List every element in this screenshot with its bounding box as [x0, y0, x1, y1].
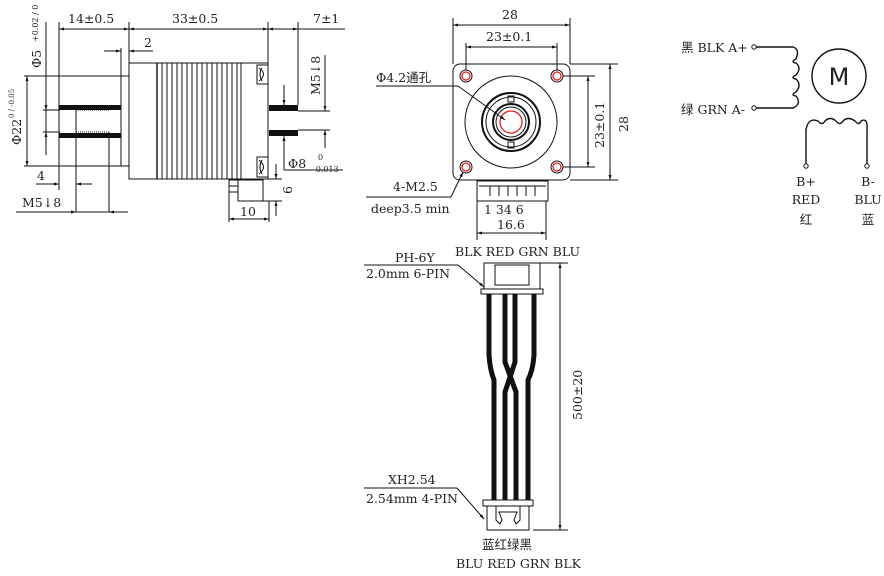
mount-thread-label: 4-M2.5	[393, 179, 438, 194]
dim-body: 33±0.5	[172, 11, 218, 26]
through-hole-icon	[499, 110, 523, 134]
dim-m5-front: M5↓8	[22, 195, 61, 210]
top-connector-desc: 2.0mm 6-PIN	[366, 266, 450, 281]
terminal-icon	[751, 105, 757, 111]
dim-shaft-tolerance: +0.02 / 0	[31, 5, 40, 42]
connector-width: 16.6	[497, 217, 525, 232]
dim-4: 4	[37, 168, 45, 183]
b-minus-cn: 蓝	[862, 212, 875, 227]
bottom-connector-desc: 2.54mm 4-PIN	[366, 491, 458, 506]
dim-front-shaft: 14±0.5	[68, 11, 114, 26]
wires	[486, 294, 537, 500]
terminal-icon	[751, 44, 757, 50]
dim-m5-rear: M5↓8	[308, 56, 323, 95]
dim-rear-diameter: Φ8	[288, 156, 306, 171]
b-plus-cn: 红	[800, 212, 813, 227]
front-boss	[120, 75, 130, 167]
dim-rear-tol-top: 0	[318, 153, 323, 162]
flange-outline	[452, 63, 571, 181]
dim-hole-spacing-v: 23±0.1	[592, 102, 607, 148]
bottom-connector-model: XH2.54	[388, 472, 436, 487]
dim-hole-spacing-h: 23±0.1	[486, 29, 532, 44]
front-connector	[476, 180, 549, 202]
a-plus-label: 黑 BLK A+	[681, 40, 748, 55]
b-minus-color: BLU	[854, 192, 881, 207]
dim-rear-tol-bottom: -0.013	[313, 165, 339, 174]
a-minus-label: 绿 GRN A-	[681, 102, 745, 117]
through-hole-label: Φ4.2通孔	[376, 70, 432, 85]
dim-height: 28	[616, 116, 631, 132]
front-shaft	[59, 105, 121, 138]
dim-boss-tolerance: 0 / -0.05	[8, 89, 16, 118]
boss-circle	[464, 75, 558, 169]
dim-boss-length: 2	[144, 35, 152, 50]
cable-length: 500±20	[570, 370, 585, 420]
mount-depth-label: deep3.5 min	[371, 201, 450, 216]
dim-10: 10	[240, 204, 256, 219]
motor-body	[128, 62, 269, 180]
ph-connector	[480, 262, 544, 295]
top-connector-model: PH-6Y	[395, 250, 435, 265]
front-dimensions: 28 23±0.1 23±0.1 28 Φ4.2通孔 4-M2.5 deep3.…	[366, 7, 631, 240]
b-minus-label: B-	[861, 174, 875, 189]
mount-hole-icon	[459, 160, 473, 174]
xh-connector	[482, 499, 534, 531]
pin-numbers: 1 34 6	[484, 202, 524, 217]
front-view: 28 23±0.1 23±0.1 28 Φ4.2通孔 4-M2.5 deep3.…	[366, 7, 631, 240]
dim-6: 6	[280, 186, 295, 194]
rear-shaft	[269, 105, 298, 136]
dim-shaft-diameter: Φ5	[29, 50, 44, 68]
rear-caps	[256, 64, 269, 178]
terminal-icon	[803, 163, 809, 169]
b-plus-label: B+	[796, 174, 816, 189]
b-plus-color: RED	[792, 192, 821, 207]
top-wire-colors: BLK RED GRN BLU	[455, 244, 580, 259]
side-view: 14±0.5 33±0.5 7±1 2 Φ5 +0.02 / 0 Φ22 0 /…	[8, 5, 345, 222]
dim-rear-shaft: 7±1	[313, 11, 339, 26]
wiring-schematic: 黑 BLK A+ 绿 GRN A- M B+ RED 红 B- BLU 蓝	[681, 40, 882, 227]
bottom-wire-colors: BLU RED GRN BLK	[456, 556, 582, 571]
coil-b-icon	[805, 117, 868, 164]
side-connector	[228, 179, 264, 202]
cable-assembly: BLK RED GRN BLU 500±20 PH-6Y 2.0mm 6-PIN…	[364, 244, 585, 571]
motor-symbol-icon	[811, 48, 867, 104]
cooling-fins	[156, 63, 242, 179]
dim-width: 28	[502, 7, 518, 22]
side-dimensions: 14±0.5 33±0.5 7±1 2 Φ5 +0.02 / 0 Φ22 0 /…	[8, 5, 345, 222]
coil-a-icon	[756, 46, 800, 109]
bottom-wire-colors-cn: 蓝红绿黑	[482, 537, 532, 552]
dim-boss-diameter: Φ22	[9, 119, 24, 145]
terminal-icon	[864, 163, 870, 169]
motor-symbol-label: M	[829, 63, 850, 91]
